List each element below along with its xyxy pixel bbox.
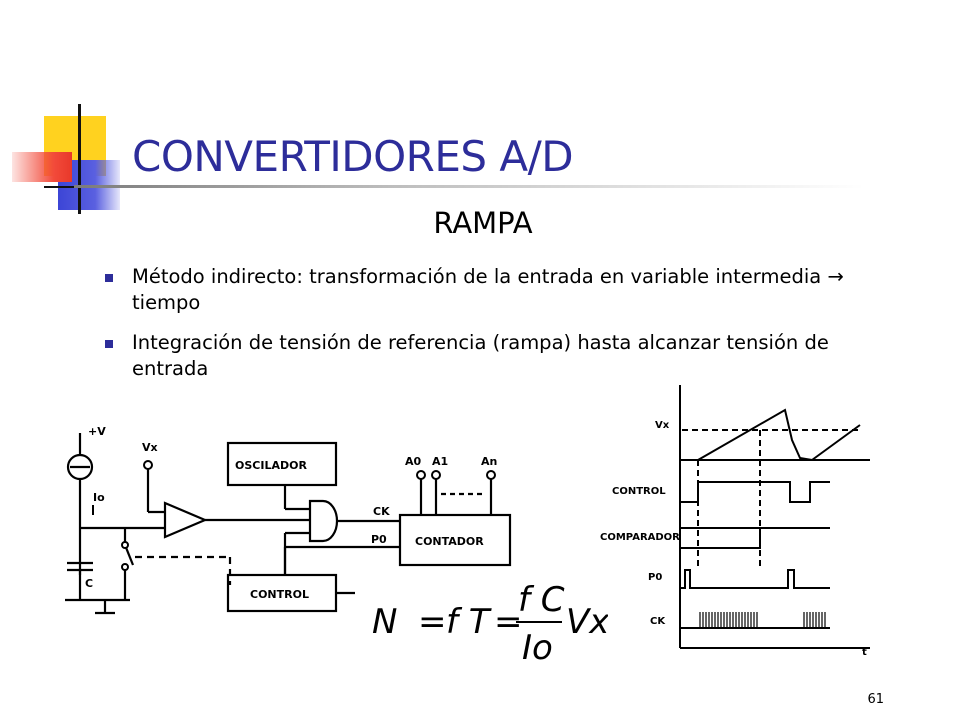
switch-pivot xyxy=(121,541,129,549)
bullet-item: Integración de tensión de referencia (ra… xyxy=(105,330,865,382)
po-waveform xyxy=(680,569,830,589)
and-gate-symbol xyxy=(308,499,339,543)
a0-label: A0 xyxy=(405,455,422,468)
switch-contact xyxy=(121,563,129,571)
timing-comparator-label: COMPARADOR xyxy=(600,532,680,543)
vx-ramp xyxy=(697,408,861,462)
vx-terminal xyxy=(143,460,153,470)
oscillator-label: OSCILADOR xyxy=(235,459,307,472)
formula-factor: Vx xyxy=(566,602,608,642)
ck-pulse-group xyxy=(699,612,826,628)
po-label: P0 xyxy=(371,533,387,546)
deco-red-block xyxy=(12,152,72,182)
vx-label: Vx xyxy=(142,441,158,454)
timing-diagram: Vx CONTROL COMPARADOR P0 CK t xyxy=(600,385,870,655)
slide-subtitle: RAMPA xyxy=(433,206,533,240)
page-number: 61 xyxy=(867,692,884,707)
comparator-waveform xyxy=(680,527,830,549)
bullet-text: Método indirecto: transformación de la e… xyxy=(132,265,844,314)
an-terminal xyxy=(486,470,496,480)
supply-label: +V xyxy=(88,425,106,438)
timing-ck-label: CK xyxy=(650,616,666,627)
formula-equals-1: = xyxy=(418,602,447,642)
a1-terminal xyxy=(431,470,441,480)
oscillator-box xyxy=(226,441,338,487)
control-waveform xyxy=(680,481,830,503)
comparator-symbol xyxy=(163,501,208,539)
formula-mid: f T xyxy=(446,602,492,642)
title-underline xyxy=(74,185,864,188)
formula-denominator: Io xyxy=(522,628,553,665)
timing-control-label: CONTROL xyxy=(612,486,666,497)
a0-terminal xyxy=(416,470,426,480)
bullet-list: Método indirecto: transformación de la e… xyxy=(105,264,865,396)
slide-title: CONVERTIDORES A/D xyxy=(132,132,574,181)
bullet-text: Integración de tensión de referencia (ra… xyxy=(132,331,829,380)
timing-po-label: P0 xyxy=(648,572,662,583)
counter-label: CONTADOR xyxy=(415,535,484,548)
current-label: Io xyxy=(93,491,105,504)
a1-label: A1 xyxy=(432,455,448,468)
timing-t-label: t xyxy=(862,647,867,655)
formula-numerator: f C xyxy=(518,580,565,620)
formula: N = f T = f C Io Vx xyxy=(372,580,608,665)
bullet-square-icon xyxy=(105,340,113,348)
an-label: An xyxy=(481,455,497,468)
counter-box xyxy=(398,513,512,567)
ramp-adc-circuit-diagram: +V Io Vx C OSCILADOR CONTROL CONTADOR CK… xyxy=(65,425,512,615)
formula-lhs: N xyxy=(372,602,397,642)
control-label: CONTROL xyxy=(250,588,309,601)
deco-horizontal-line xyxy=(44,186,80,188)
bullet-item: Método indirecto: transformación de la e… xyxy=(105,264,865,316)
ck-label: CK xyxy=(373,505,390,518)
bullet-square-icon xyxy=(105,274,113,282)
timing-vx-label: Vx xyxy=(655,420,670,431)
capacitor-label: C xyxy=(85,577,93,590)
deco-vertical-line xyxy=(78,104,81,214)
